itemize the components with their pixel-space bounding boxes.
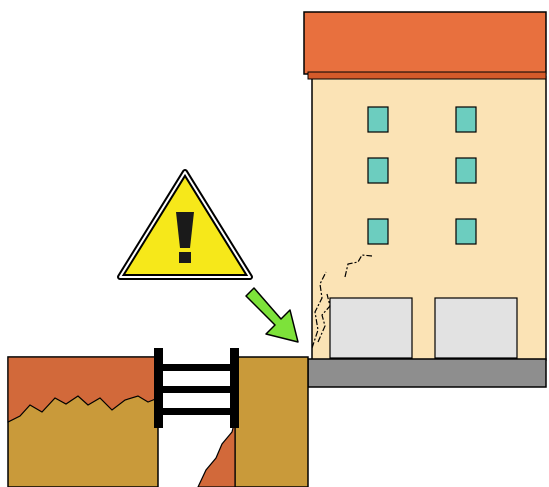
soil-right xyxy=(234,356,309,487)
window xyxy=(367,157,389,184)
shoring-strut xyxy=(154,348,239,428)
roof xyxy=(303,11,547,75)
window xyxy=(455,157,477,184)
exclamation-mark xyxy=(176,212,194,248)
roof-trim xyxy=(307,71,547,80)
wall-cracks xyxy=(311,254,373,349)
warning-triangle-icon xyxy=(117,169,253,280)
exclamation-dot xyxy=(179,252,191,263)
window xyxy=(455,106,477,133)
building xyxy=(303,11,547,388)
arrow-down-right-icon xyxy=(245,287,299,343)
soil-left-topsoil xyxy=(7,356,159,423)
pit-collapse xyxy=(197,419,236,487)
garage-door xyxy=(434,297,518,359)
window xyxy=(367,218,389,245)
window xyxy=(367,106,389,133)
window xyxy=(455,218,477,245)
excavation xyxy=(7,348,309,487)
foundation-slab xyxy=(307,358,547,388)
garage-door xyxy=(329,297,413,359)
